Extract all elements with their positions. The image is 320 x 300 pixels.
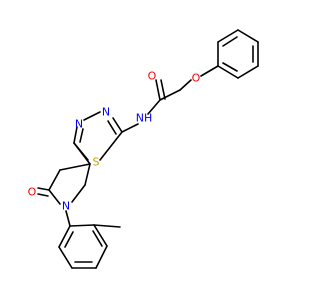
bond	[65, 210, 71, 227]
bond	[71, 184, 86, 203]
bond	[179, 79, 192, 91]
bond	[155, 79, 161, 101]
bond	[48, 189, 61, 205]
bond	[160, 79, 166, 100]
bond-double-inner	[222, 62, 238, 72]
bond	[83, 111, 101, 121]
atom-lactam-nitrogen: N	[62, 200, 70, 213]
bond	[93, 224, 108, 247]
bond	[73, 126, 78, 144]
bond	[58, 246, 73, 269]
atom-thiadiazole-n3: N	[102, 106, 110, 119]
bond	[112, 117, 123, 133]
atom-carbonyl-oxygen: O	[148, 70, 157, 83]
bond	[95, 245, 108, 269]
bond-double-inner	[64, 231, 74, 248]
bond	[37, 193, 49, 197]
bond-double-inner	[222, 36, 238, 47]
atom-label-layer: O O NH N N S O N	[28, 70, 201, 213]
bond	[99, 131, 123, 161]
bond-layer	[37, 29, 259, 269]
atom-thiadiazole-sulfur: S	[93, 156, 100, 169]
bond	[69, 224, 95, 227]
molecule-structure-diagram: O O NH N N S O N	[28, 29, 259, 269]
bond	[37, 187, 50, 191]
bond	[237, 65, 259, 79]
bond-double-inner	[107, 120, 117, 135]
bond	[159, 89, 181, 101]
atom-ether-oxygen: O	[192, 72, 201, 85]
atom-amide-nitrogen: NH	[136, 112, 153, 125]
bond	[58, 225, 71, 248]
bond-double-inner	[79, 128, 84, 143]
bond	[84, 163, 91, 186]
atom-thiadiazole-n4: N	[75, 118, 83, 131]
bond-double-inner	[92, 230, 103, 247]
bond	[217, 65, 239, 79]
bond	[237, 29, 259, 43]
atom-lactam-oxygen: O	[28, 186, 37, 199]
bond	[217, 29, 239, 43]
bond	[59, 163, 91, 171]
bond	[200, 65, 219, 77]
bond	[93, 224, 121, 228]
bond	[73, 142, 91, 165]
bond	[48, 169, 61, 191]
bond	[121, 123, 139, 133]
bond	[147, 99, 161, 115]
